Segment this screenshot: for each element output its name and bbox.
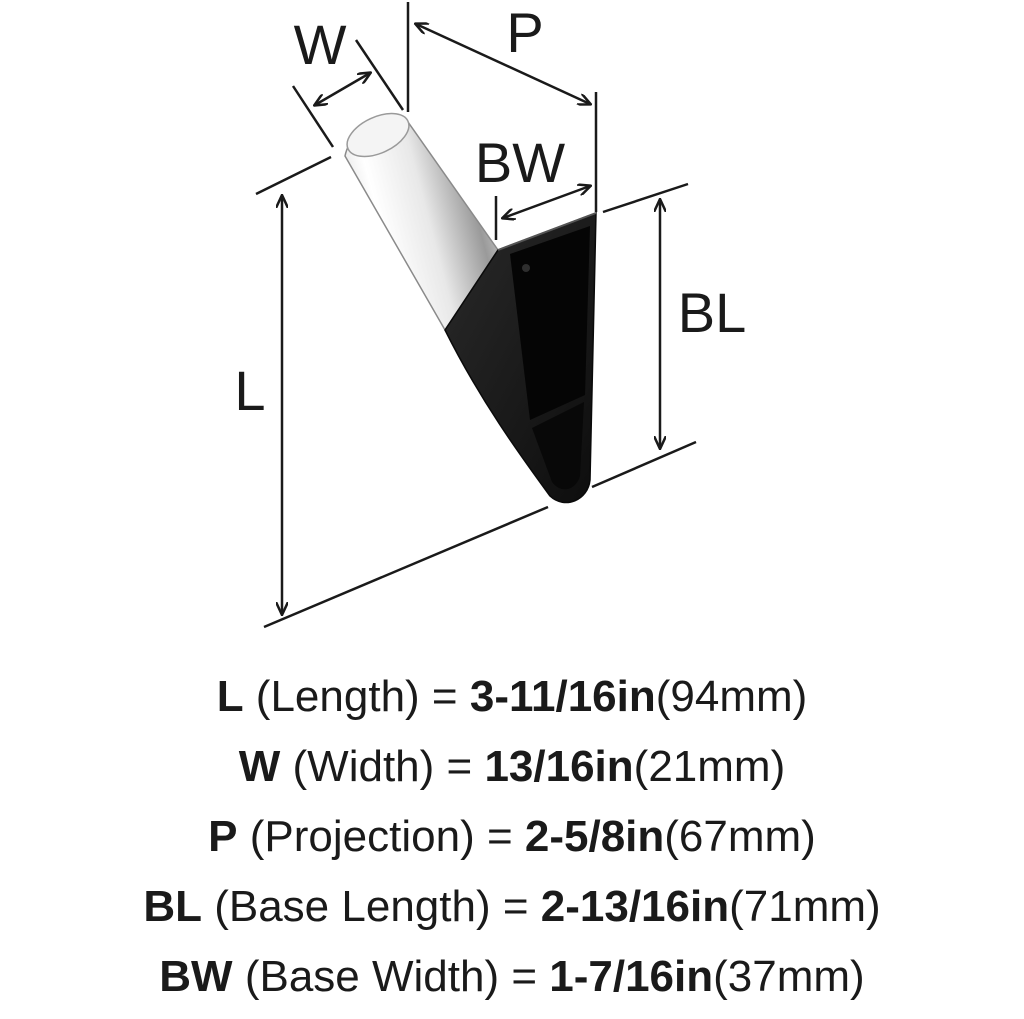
label-bl: BL	[678, 281, 747, 344]
w-dimension-arrow	[315, 73, 370, 105]
spec-description: (Base Width) =	[232, 952, 550, 1001]
dimension-specs: L (Length) = 3-11/16in(94mm) W (Width) =…	[0, 662, 1024, 1019]
spec-projection: P (Projection) = 2-5/8in(67mm)	[0, 802, 1024, 872]
base-pocket	[510, 226, 590, 420]
p-dimension-arrow	[416, 24, 590, 104]
spec-imperial: 2-5/8in	[524, 812, 665, 861]
label-l: L	[234, 359, 265, 422]
spec-imperial: 1-7/16in	[549, 952, 714, 1001]
spec-metric: (94mm)	[655, 672, 808, 721]
spec-description: (Length) =	[243, 672, 470, 721]
w-extension-left	[291, 85, 335, 148]
spec-imperial: 3-11/16in	[469, 672, 656, 721]
spec-imperial: 13/16in	[484, 742, 634, 791]
dimension-lines	[255, 2, 697, 629]
spec-metric: (37mm)	[713, 952, 865, 1001]
spec-metric: (67mm)	[664, 812, 816, 861]
spec-base-length: BL (Base Length) = 2-13/16in(71mm)	[0, 872, 1024, 942]
l-extension-bottom	[263, 505, 549, 629]
spec-description: (Base Length) =	[201, 882, 541, 931]
spec-base-width: BW (Base Width) = 1-7/16in(37mm)	[0, 942, 1024, 1012]
spec-symbol: BW	[159, 952, 233, 1001]
hook-product	[344, 112, 597, 504]
spec-description: (Projection) =	[237, 812, 525, 861]
spec-imperial: 2-13/16in	[540, 882, 730, 931]
w-extension-right	[354, 39, 405, 111]
spec-description: (Width) =	[280, 742, 485, 791]
label-w: W	[294, 13, 347, 76]
spec-symbol: P	[208, 812, 238, 861]
spec-symbol: W	[238, 742, 281, 791]
label-p: P	[506, 1, 543, 64]
spec-length: L (Length) = 3-11/16in(94mm)	[0, 662, 1024, 732]
bw-dimension-arrow	[503, 186, 590, 218]
label-bw: BW	[475, 131, 565, 194]
spec-symbol: BL	[143, 882, 202, 931]
l-extension-top	[255, 155, 332, 196]
spec-symbol: L	[216, 672, 244, 721]
hook-dimension-diagram: W P BW BL L	[234, 1, 747, 629]
spec-metric: (21mm)	[633, 742, 786, 791]
base-pocket-lower	[532, 402, 584, 490]
bl-extension-top	[602, 182, 689, 214]
bl-extension-bottom	[591, 440, 697, 489]
screw-hole	[522, 264, 530, 272]
spec-width: W (Width) = 13/16in(21mm)	[0, 732, 1024, 802]
spec-metric: (71mm)	[729, 882, 881, 931]
chrome-post-top	[346, 112, 410, 158]
